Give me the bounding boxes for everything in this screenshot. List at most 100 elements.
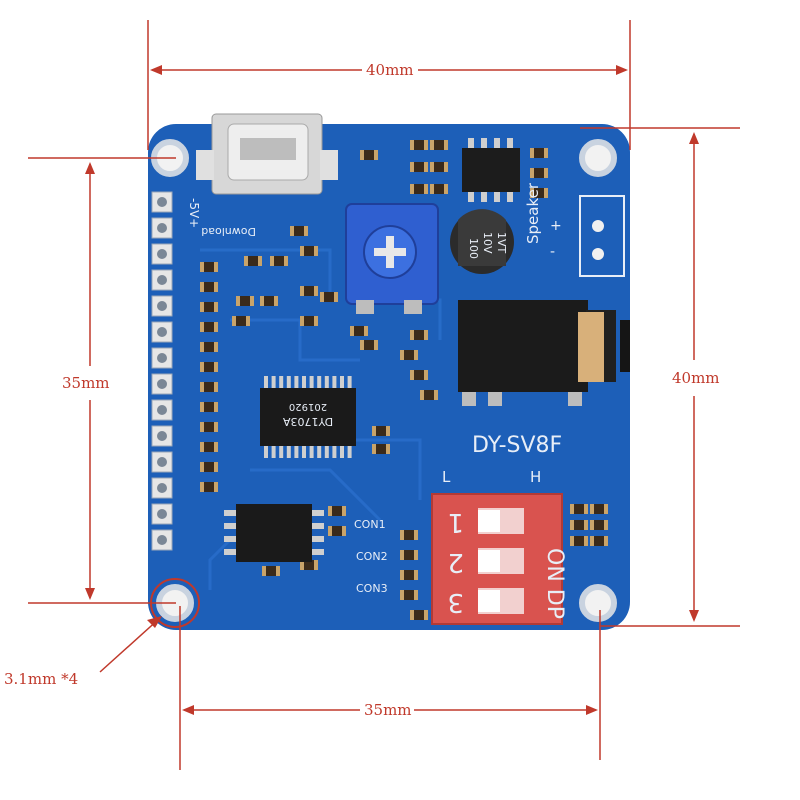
amplifier-ic <box>462 138 520 202</box>
ic-pin <box>271 376 276 388</box>
smd-passive-body <box>414 184 424 194</box>
switch-left-label: L <box>442 468 451 486</box>
potentiometer <box>345 203 439 314</box>
smd-passive-body <box>434 140 444 150</box>
smd-passive-body <box>204 402 214 412</box>
flash-ic <box>224 504 324 562</box>
smd-passive-body <box>204 262 214 272</box>
capacitor: 100 10V 1VT <box>450 209 514 274</box>
smd-passive-body <box>404 570 414 580</box>
smd-passive-body <box>236 316 246 326</box>
ic-pin <box>271 446 276 458</box>
header-pin-hole <box>157 353 167 363</box>
ic-pin <box>286 446 291 458</box>
smd-passive-body <box>264 296 274 306</box>
smd-passive-body <box>266 566 276 576</box>
ic-pin <box>340 376 344 388</box>
header-pin-hole <box>157 431 167 441</box>
smd-passive-body <box>414 140 424 150</box>
ic-pin <box>468 192 474 202</box>
hole-note-label: 3.1mm *4 <box>4 670 78 688</box>
smd-passive-body <box>414 330 424 340</box>
smd-components <box>200 140 608 620</box>
header-pin-hole <box>157 223 167 233</box>
con1-label: CON1 <box>354 518 386 531</box>
ic-pin <box>279 446 284 458</box>
switch-2-label: 2 <box>447 547 464 577</box>
smd-passive-body <box>594 504 604 514</box>
audio-jack <box>458 300 630 406</box>
smd-passive-body <box>404 590 414 600</box>
smd-passive-body <box>294 226 304 236</box>
pin-header <box>151 191 173 551</box>
smd-passive-body <box>204 282 214 292</box>
download-label: Download <box>201 225 256 238</box>
smd-passive-body <box>204 482 214 492</box>
ic-pin <box>309 376 314 388</box>
con2-label: CON2 <box>356 550 388 563</box>
ic-pin <box>312 549 324 555</box>
smd-passive-body <box>404 530 414 540</box>
power-label: -5V+ <box>187 198 201 228</box>
smd-passive-body <box>304 286 314 296</box>
smd-passive-body <box>376 444 386 454</box>
ic-pin <box>302 446 306 458</box>
header-pin-hole <box>157 249 167 259</box>
smd-passive-body <box>574 520 584 530</box>
ic-pin <box>312 523 324 529</box>
ic-pin <box>347 376 352 388</box>
ic-pin <box>481 192 487 202</box>
smd-passive-body <box>534 188 544 198</box>
ic-pin <box>340 446 344 458</box>
right-height-label: 40mm <box>672 369 720 387</box>
switch-on-label: ON DP <box>542 548 567 619</box>
ic-pin <box>312 536 324 542</box>
dip-switch: 1 2 3 ON DP <box>431 493 567 625</box>
smd-passive-body <box>304 246 314 256</box>
switch-right-label: H <box>530 468 541 486</box>
smd-passive-body <box>434 184 444 194</box>
switch-1-label: 1 <box>447 507 464 537</box>
header-pin-hole <box>157 457 167 467</box>
capacitor-label-2: 10V <box>481 232 494 254</box>
ic-pin <box>294 446 299 458</box>
header-pin-hole <box>157 327 167 337</box>
main-ic: DY1703A 201920 <box>260 376 356 458</box>
ic-pin <box>224 549 236 555</box>
dimension-arrowheads <box>85 65 699 715</box>
smd-passive-body <box>332 506 342 516</box>
left-height-label: 35mm <box>62 374 110 392</box>
smd-passive-body <box>574 536 584 546</box>
ic-pin <box>317 376 322 388</box>
smd-passive-body <box>534 168 544 178</box>
smd-passive-body <box>240 296 250 306</box>
smd-passive-body <box>204 442 214 452</box>
ic-pin <box>494 138 500 148</box>
ic-pin <box>324 376 329 388</box>
smd-passive-body <box>574 504 584 514</box>
smd-passive-body <box>304 316 314 326</box>
dimension-labels: 40mm 40mm 35mm 35mm 3.1mm *4 <box>4 61 720 719</box>
header-pin-hole <box>157 535 167 545</box>
header-pin-hole <box>157 483 167 493</box>
header-pin-hole <box>157 379 167 389</box>
switch-3-label: 3 <box>447 587 464 617</box>
smd-passive-body <box>248 256 258 266</box>
smd-passive-body <box>364 150 374 160</box>
ic-pin <box>507 192 513 202</box>
ic-pin <box>312 510 324 516</box>
ic-pin <box>317 446 322 458</box>
header-pin-hole <box>157 197 167 207</box>
ic-pin <box>224 510 236 516</box>
smd-passive-body <box>414 370 424 380</box>
ic-pin <box>264 446 268 458</box>
ic-pin <box>309 446 314 458</box>
con3-label: CON3 <box>356 582 388 595</box>
header-pin-hole <box>157 301 167 311</box>
ic-pin <box>347 446 352 458</box>
smd-passive-body <box>414 610 424 620</box>
smd-passive-body <box>364 340 374 350</box>
header-pin-hole <box>157 509 167 519</box>
smd-passive-body <box>204 302 214 312</box>
